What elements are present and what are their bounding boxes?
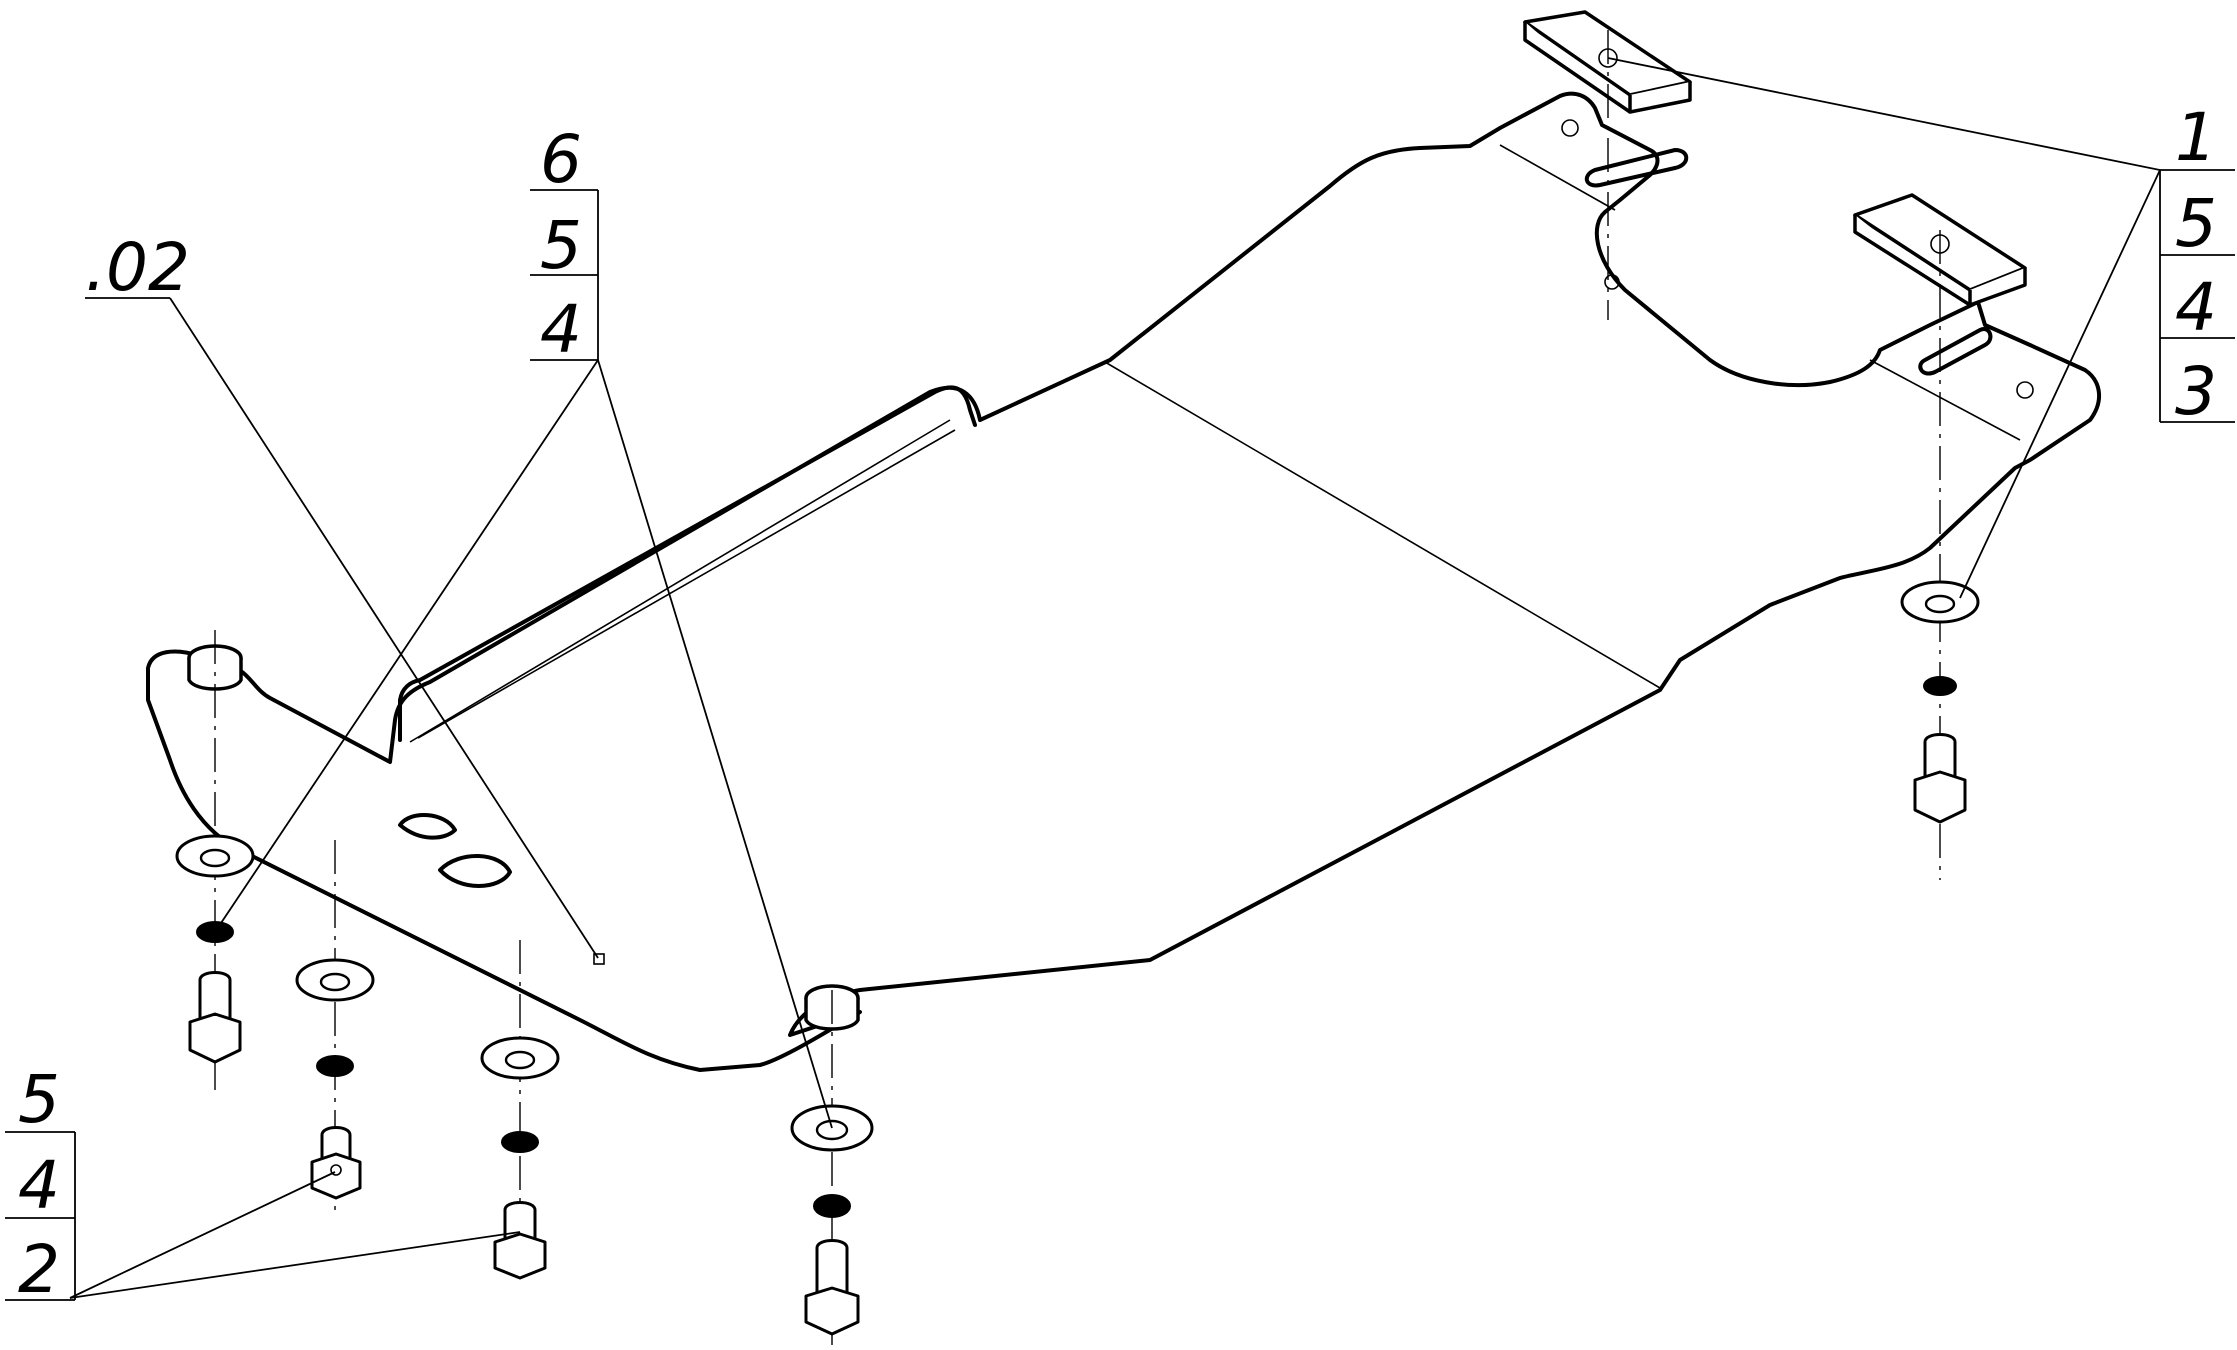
callout-4: 4	[2175, 269, 2217, 346]
callout-4: 4	[18, 1147, 60, 1224]
callout-5: 5	[18, 1061, 60, 1138]
callout-6: 6	[540, 121, 582, 198]
callout-5: 5	[2175, 185, 2217, 262]
axis-lines	[214, 30, 1941, 1345]
callout-stack-top-left: 6 5 4	[530, 121, 599, 368]
callout-5: 5	[540, 207, 582, 284]
fastener-stack-3	[480, 1036, 560, 1280]
callout-assembly-ref: .02	[85, 229, 190, 306]
callout-stack-bottom-left: 5 4 2	[5, 1061, 76, 1308]
callout-3: 3	[2175, 353, 2217, 430]
callout-2: 2	[18, 1231, 60, 1308]
callout-1: 1	[2175, 99, 2217, 176]
callout-stack-top-right: 1 5 4 3	[2159, 99, 2235, 430]
fastener-stack-left	[175, 834, 255, 1064]
fastener-stack-2	[295, 958, 375, 1200]
leader-lines	[69, 57, 2161, 1299]
callout-02: .02	[85, 229, 190, 306]
callout-4: 4	[540, 291, 582, 368]
fastener-stack-right	[1900, 580, 1980, 824]
protection-plate	[146, 91, 2101, 1072]
